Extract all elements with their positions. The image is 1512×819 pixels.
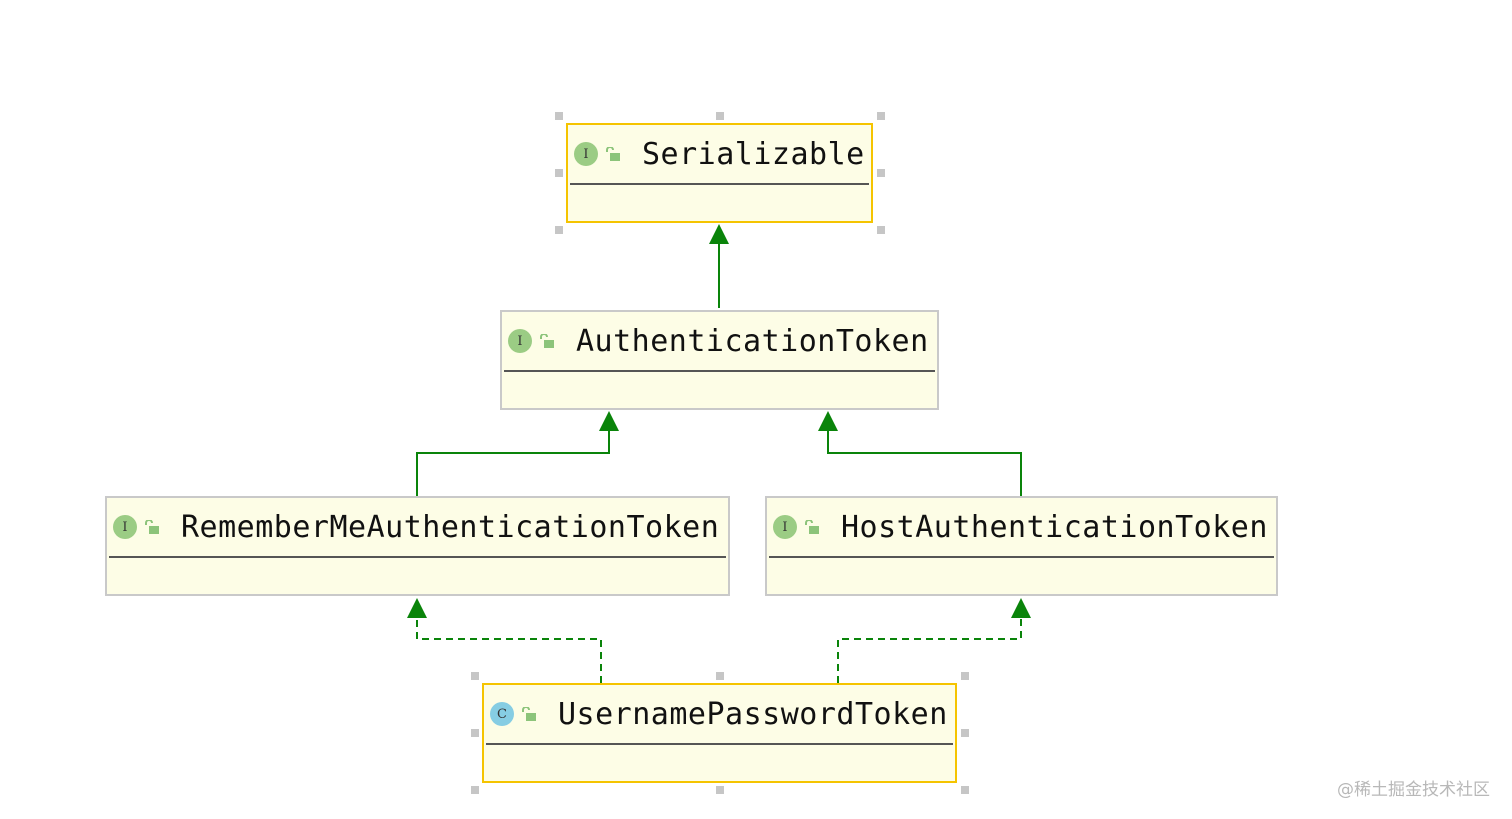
resize-handle[interactable] bbox=[555, 226, 563, 234]
public-lock-icon bbox=[145, 520, 159, 534]
class-icon: C bbox=[490, 702, 514, 726]
public-lock-icon bbox=[540, 334, 554, 348]
resize-handle[interactable] bbox=[555, 112, 563, 120]
node-host-authentication-token[interactable]: I HostAuthenticationToken bbox=[765, 496, 1278, 596]
resize-handle[interactable] bbox=[471, 786, 479, 794]
resize-handle[interactable] bbox=[716, 112, 724, 120]
node-serializable[interactable]: I Serializable bbox=[566, 123, 873, 223]
node-rememberme-authentication-token[interactable]: I RememberMeAuthenticationToken bbox=[105, 496, 730, 596]
edge-host-authtoken bbox=[827, 429, 1022, 496]
public-lock-icon bbox=[522, 707, 536, 721]
public-lock-icon bbox=[606, 147, 620, 161]
edge-upt-rememberme bbox=[416, 616, 602, 683]
resize-handle[interactable] bbox=[877, 112, 885, 120]
resize-handle[interactable] bbox=[877, 226, 885, 234]
interface-icon: I bbox=[113, 515, 137, 539]
public-lock-icon bbox=[805, 520, 819, 534]
edge-upt-host bbox=[837, 616, 1022, 683]
resize-handle[interactable] bbox=[471, 729, 479, 737]
node-title: AuthenticationToken bbox=[576, 323, 929, 359]
resize-handle[interactable] bbox=[555, 169, 563, 177]
resize-handle[interactable] bbox=[961, 672, 969, 680]
resize-handle[interactable] bbox=[716, 672, 724, 680]
interface-icon: I bbox=[773, 515, 797, 539]
resize-handle[interactable] bbox=[471, 672, 479, 680]
interface-icon: I bbox=[508, 329, 532, 353]
resize-handle[interactable] bbox=[877, 169, 885, 177]
node-authentication-token[interactable]: I AuthenticationToken bbox=[500, 310, 939, 410]
arrowhead bbox=[599, 411, 619, 431]
node-title: RememberMeAuthenticationToken bbox=[181, 509, 720, 545]
node-title: HostAuthenticationToken bbox=[841, 509, 1268, 545]
interface-icon: I bbox=[574, 142, 598, 166]
node-username-password-token[interactable]: C UsernamePasswordToken bbox=[482, 683, 957, 783]
arrowhead bbox=[818, 411, 838, 431]
node-title: Serializable bbox=[642, 136, 865, 172]
arrowhead bbox=[1011, 598, 1031, 618]
node-title: UsernamePasswordToken bbox=[558, 696, 948, 732]
resize-handle[interactable] bbox=[961, 729, 969, 737]
arrowhead bbox=[407, 598, 427, 618]
resize-handle[interactable] bbox=[961, 786, 969, 794]
resize-handle[interactable] bbox=[716, 786, 724, 794]
watermark: @稀土掘金技术社区 bbox=[1337, 780, 1490, 800]
edge-rememberme-authtoken bbox=[416, 429, 610, 496]
arrowhead bbox=[709, 224, 729, 244]
